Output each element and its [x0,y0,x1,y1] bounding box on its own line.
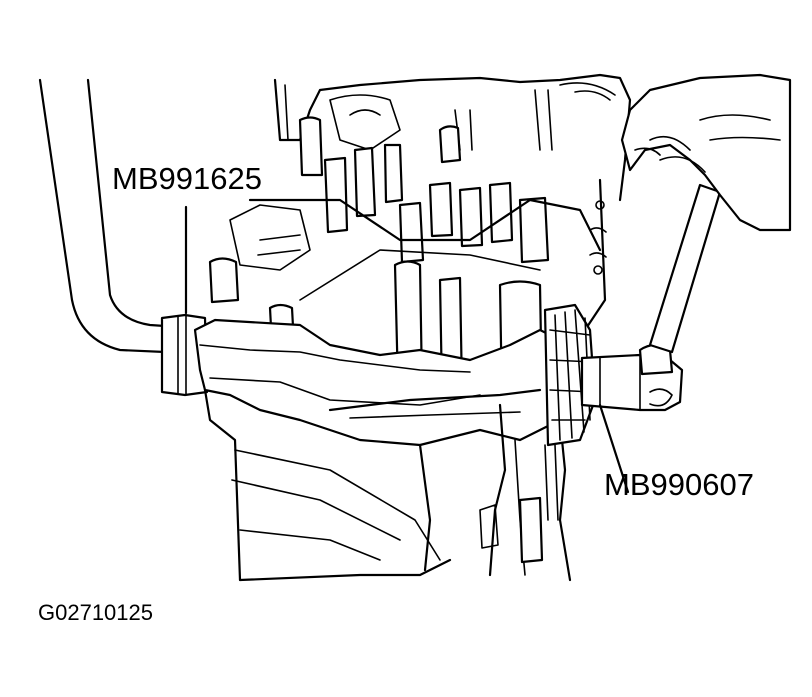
transmission-case [193,73,632,582]
leader-lines [184,205,630,494]
figure-id: G02710125 [38,600,153,625]
right-socket-tool [580,73,792,412]
tool-callout-mb991625: MB991625 [112,161,262,196]
tool-callout-mb990607: MB990607 [604,467,754,502]
left-bar-tool [38,78,209,397]
